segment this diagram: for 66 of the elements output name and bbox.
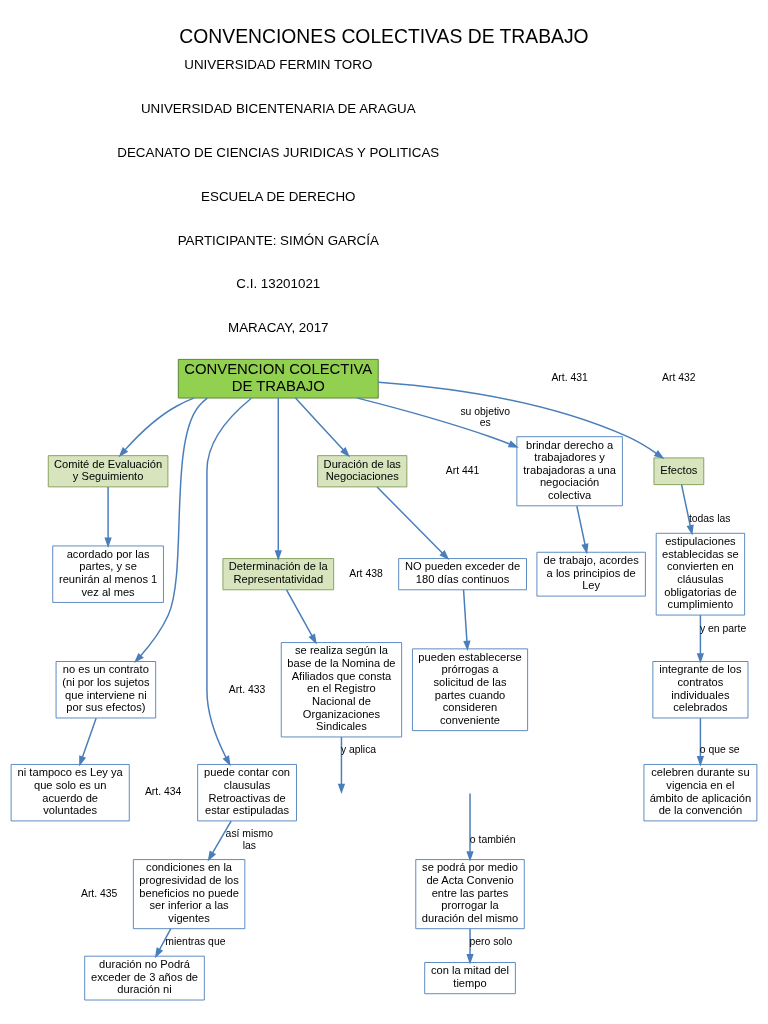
node-box: Determinación de la Representatividad bbox=[222, 557, 335, 590]
edge-label: o que se bbox=[699, 743, 740, 755]
node-box: estipulaciones establecidas se convierten en cláusulas obligatorias de cumplimiento bbox=[655, 532, 746, 615]
arrow bbox=[356, 396, 519, 448]
arrow bbox=[274, 396, 282, 561]
node-box: puede contar con clausulas Retroactivas de estar estipuladas bbox=[197, 763, 297, 821]
label: Art 432 bbox=[662, 371, 696, 383]
node-box: con la mitad del tiempo bbox=[424, 961, 516, 994]
arrow bbox=[79, 716, 97, 766]
arrow bbox=[376, 485, 450, 560]
label: PARTICIPANTE: SIMÓN GARCÍA bbox=[177, 232, 379, 248]
edge-label: todas las bbox=[688, 512, 731, 524]
node-box: celebren durante su vigencia en el ámbito de aplicación de la convención bbox=[643, 763, 758, 821]
arrow bbox=[294, 396, 350, 457]
edge-label: mientras que bbox=[165, 935, 226, 947]
arrow bbox=[680, 483, 694, 535]
arrow bbox=[134, 396, 209, 663]
node-box: integrante de los contratos individuales celebrados bbox=[652, 660, 749, 718]
arrow bbox=[337, 735, 346, 794]
arrow bbox=[466, 927, 474, 965]
label: Art. 431 bbox=[551, 371, 588, 383]
label: Art. 435 bbox=[80, 887, 118, 899]
arrow bbox=[206, 396, 253, 766]
node-box: ni tampoco es Ley ya que solo es un acuerdo de voluntades bbox=[10, 763, 130, 821]
edge-label: su objetivo es bbox=[460, 405, 511, 428]
label: UNIVERSIDAD BICENTENARIA DE ARAGUA bbox=[140, 100, 416, 116]
label: Art. 433 bbox=[228, 683, 266, 694]
arrow bbox=[576, 504, 589, 554]
edge-label: o también bbox=[469, 833, 516, 845]
node-box: de trabajo, acordes a los principios de Ley bbox=[536, 551, 646, 597]
arrow bbox=[377, 381, 665, 459]
node-box: brindar derecho a trabajadores y trabajadoras a una negociación colectiva bbox=[516, 435, 623, 506]
diagram-title: CONVENCIONES COLECTIVAS DE TRABAJO bbox=[179, 25, 589, 47]
label: Art 441 bbox=[445, 464, 480, 476]
edge-label: y en parte bbox=[699, 622, 747, 634]
node-box: se podrá por medio de Acta Convenio entre las partes prorrogar la duración del mismo bbox=[415, 858, 525, 929]
arrow bbox=[104, 485, 112, 548]
edge-label: pero solo bbox=[469, 935, 513, 947]
node-box: CONVENCION COLECTIVA DE TRABAJO bbox=[177, 358, 379, 398]
edge-label: así mismo las bbox=[225, 827, 273, 851]
node-box: acordado por las partes, y se reunirán al menos 1 vez al mes bbox=[52, 545, 164, 603]
node-box: no es un contrato (ni por los sujetos que interviene ni por sus efectos) bbox=[55, 660, 157, 718]
label: ESCUELA DE DERECHO bbox=[201, 188, 356, 204]
arrow bbox=[207, 819, 232, 861]
label: UNIVERSIDAD FERMIN TORO bbox=[184, 56, 373, 72]
edge-label: y aplica bbox=[340, 743, 377, 755]
node-box: pueden establecerse prórrogas a solicitud de las partes cuando consideren conveniente bbox=[412, 647, 529, 731]
arrow bbox=[154, 927, 172, 958]
node-box: NO pueden exceder de 180 días continuos bbox=[398, 557, 527, 590]
arrow bbox=[118, 396, 195, 457]
arrow bbox=[696, 716, 705, 766]
node-box: Comité de Evaluación y Seguimiento bbox=[47, 454, 169, 487]
node-box: se realiza según la base de la Nomina de Afiliados que consta en el Registro Nacional de Organizaciones Sindicales bbox=[280, 641, 403, 737]
arrow bbox=[462, 588, 471, 651]
arrow bbox=[696, 613, 705, 664]
label: Art. 434 bbox=[144, 785, 182, 797]
label: C.I. 13201021 bbox=[236, 275, 321, 291]
node-box: duración no Podrá exceder de 3 años de duración ni bbox=[84, 955, 205, 1000]
node-box: Duración de las Negociaciones bbox=[317, 454, 408, 487]
node-box: condiciones en la progresividad de los beneficios no puede ser inferior a las vigentes bbox=[132, 858, 246, 929]
arrow bbox=[466, 792, 474, 862]
label: MARACAY, 2017 bbox=[228, 319, 329, 335]
arrow bbox=[285, 588, 317, 644]
label: DECANATO DE CIENCIAS JURIDICAS Y POLITICAS bbox=[117, 144, 440, 160]
label: Art 438 bbox=[349, 567, 383, 579]
node-box: Efectos bbox=[653, 456, 705, 485]
